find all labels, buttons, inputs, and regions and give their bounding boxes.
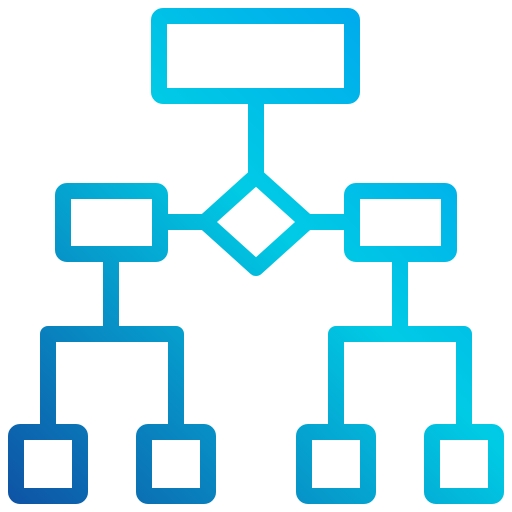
left-process-box xyxy=(55,183,168,262)
right-subtree-bracket xyxy=(328,326,472,440)
leaf-box-2 xyxy=(136,424,216,504)
leaf-box-4 xyxy=(424,424,504,504)
leaf-box-1 xyxy=(8,424,88,504)
top-process-box xyxy=(151,8,360,104)
leaf-box-3 xyxy=(296,424,376,504)
right-process-box xyxy=(344,183,457,262)
decision-diamond xyxy=(197,168,315,276)
left-subtree-bracket xyxy=(40,326,184,440)
